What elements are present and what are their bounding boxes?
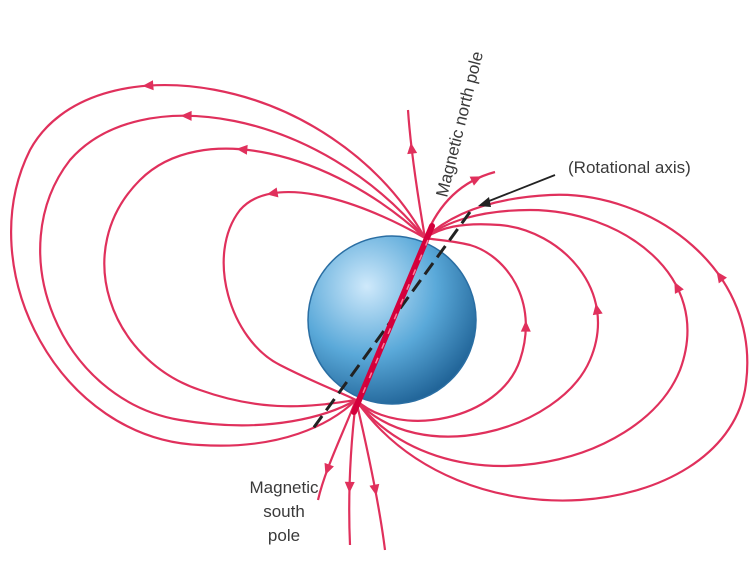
field-line-arrowhead [369, 483, 380, 496]
field-line-arrowhead [266, 187, 279, 198]
field-line-arrowhead [324, 462, 334, 475]
rotational-axis-label: (Rotational axis) [568, 158, 691, 177]
field-line [222, 191, 426, 401]
field-line-arrowhead [674, 281, 684, 294]
field-line-arrowhead [180, 110, 192, 121]
field-line [316, 399, 358, 501]
field-lines [10, 84, 749, 551]
field-line [406, 109, 427, 239]
field-line [103, 147, 426, 408]
field-line [10, 84, 426, 447]
south-pole-label-line3: pole [268, 526, 300, 545]
magnetic-axis-bar [351, 223, 435, 415]
field-line-arrowhead [142, 80, 154, 91]
field-line [355, 208, 689, 467]
field-line [39, 114, 426, 427]
south-pole-label-line1: Magnetic [250, 478, 319, 497]
field-line [355, 223, 600, 438]
field-line-arrowhead [469, 176, 482, 186]
field-line-arrows [142, 80, 727, 496]
field-line-arrowhead [344, 481, 355, 493]
field-line [355, 193, 749, 502]
field-line [354, 399, 387, 551]
south-pole-label-line2: south [263, 502, 305, 521]
magnetic-axis-highlight [359, 239, 429, 401]
field-line-arrowhead [407, 142, 418, 155]
field-line-arrowhead [716, 271, 727, 284]
rotational-axis-pointer-arrowhead [478, 197, 491, 207]
field-line-arrowhead [592, 303, 603, 316]
rotational-axis-pointer [483, 174, 556, 204]
field-line-arrowhead [520, 320, 531, 332]
field-line [348, 399, 358, 546]
field-line-arrowhead [236, 144, 248, 155]
